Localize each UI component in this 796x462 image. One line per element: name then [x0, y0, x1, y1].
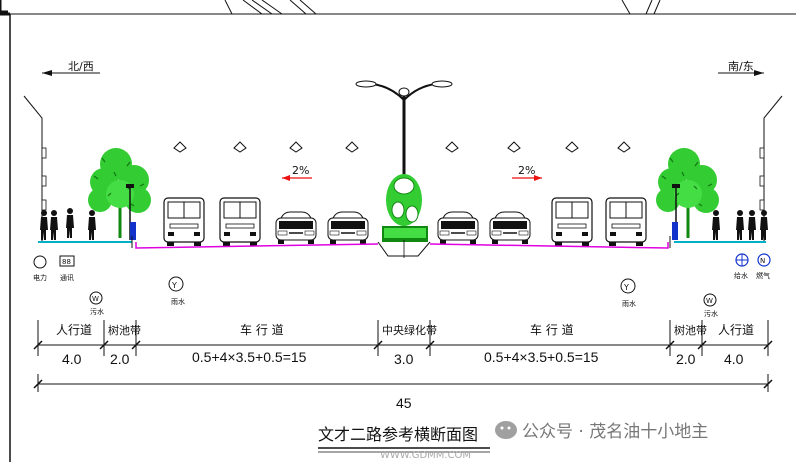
utility-rain-right: Y 雨水 — [620, 278, 636, 308]
road-profile — [38, 236, 766, 258]
dimension-section-widths: 人行道 树池带 车 行 道 中央绿化带 车 行 道 树池带 人行道 4.0 2.… — [33, 320, 773, 367]
slope-arrow-right-icon — [534, 175, 542, 181]
arrow-right-icon — [754, 70, 764, 76]
slope-label-left: 2% — [292, 164, 309, 177]
direction-north-west: 北/西 — [42, 60, 100, 76]
section-width-sidewalk-left: 4.0 — [62, 351, 82, 367]
svg-text:Y: Y — [623, 283, 629, 292]
section-width-tree-strip-right: 2.0 — [676, 351, 696, 367]
section-width-carriageway-left: 0.5+4×3.5+0.5=15 — [192, 349, 307, 365]
sky-decoration — [173, 141, 631, 153]
vehicles-right — [437, 197, 647, 247]
section-width-tree-strip-left: 2.0 — [110, 351, 130, 367]
slope-left: 2% — [282, 164, 312, 181]
svg-text:Y: Y — [171, 281, 177, 290]
tree-right — [654, 146, 721, 240]
section-label-carriageway-left: 车 行 道 — [240, 322, 284, 337]
pedestrians-left — [40, 208, 96, 240]
direction-label-left: 北/西 — [68, 60, 94, 73]
svg-text:W: W — [706, 297, 713, 305]
median-plant — [382, 174, 428, 242]
direction-label-right: 南/东 — [728, 60, 754, 73]
arrow-left-icon — [42, 70, 52, 76]
svg-text:N: N — [760, 257, 765, 265]
utility-gas: N 燃气 — [756, 253, 771, 280]
tree-left — [86, 146, 153, 240]
watermark: 公众号 · 茂名油十小地主 WWW.GDMM.COM — [380, 421, 708, 461]
utility-rain-left: Y 雨水 — [168, 276, 185, 306]
carriageway-left — [135, 242, 379, 249]
section-label-sidewalk-left: 人行道 — [56, 323, 92, 337]
section-width-carriageway-right: 0.5+4×3.5+0.5=15 — [484, 349, 599, 365]
direction-south-east: 南/东 — [718, 60, 764, 76]
section-label-tree-strip-right: 树池带 — [674, 323, 707, 337]
svg-text:给水: 给水 — [734, 271, 748, 280]
section-width-sidewalk-right: 4.0 — [724, 351, 744, 367]
slope-label-right: 2% — [518, 164, 535, 177]
utility-sewage-left: W 污水 — [89, 291, 104, 316]
total-width-value: 45 — [396, 395, 412, 411]
svg-text:雨水: 雨水 — [171, 297, 185, 306]
svg-text:通讯: 通讯 — [60, 273, 74, 282]
vehicles-left — [163, 197, 369, 247]
watermark-url: WWW.GDMM.COM — [380, 450, 471, 461]
pedestrians-right — [712, 210, 768, 240]
utility-sewage-right: W 污水 — [703, 293, 718, 318]
svg-text:88: 88 — [62, 258, 71, 266]
svg-text:电力: 电力 — [33, 273, 47, 282]
section-label-tree-strip-left: 树池带 — [108, 323, 141, 337]
utility-water-supply: 给水 — [734, 253, 749, 280]
utility-telecom: 88 通讯 — [59, 255, 75, 282]
drawing-title: 文才二路参考横断面图 — [318, 425, 490, 453]
dimension-total-width: 45 — [33, 374, 773, 411]
watermark-text: 公众号 · 茂名油十小地主 — [522, 422, 708, 442]
svg-text:污水: 污水 — [704, 309, 718, 318]
building-right — [759, 95, 783, 242]
section-label-median: 中央绿化带 — [382, 323, 437, 337]
section-label-carriageway-right: 车 行 道 — [530, 322, 574, 337]
svg-text:雨水: 雨水 — [622, 299, 636, 308]
svg-text:W: W — [92, 295, 99, 303]
carriageway-right — [429, 242, 669, 249]
slope-right: 2% — [512, 164, 542, 181]
title-text: 文才二路参考横断面图 — [318, 425, 478, 444]
section-label-sidewalk-right: 人行道 — [718, 323, 754, 337]
svg-text:燃气: 燃气 — [756, 271, 770, 280]
utility-power: 电力 — [33, 255, 47, 282]
svg-text:污水: 污水 — [90, 307, 104, 316]
slope-arrow-left-icon — [282, 175, 290, 181]
section-width-median: 3.0 — [394, 351, 414, 367]
wechat-icon — [495, 421, 517, 439]
